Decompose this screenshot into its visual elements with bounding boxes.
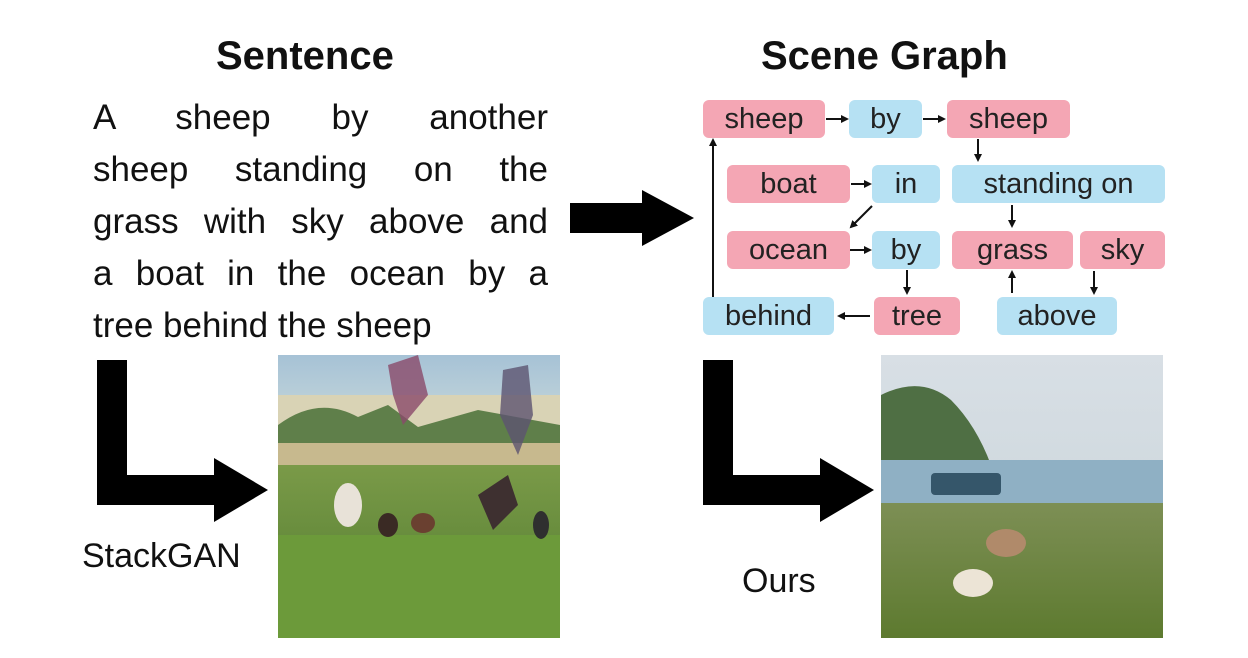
stackgan-generated-image — [278, 355, 560, 638]
ours-generated-image — [881, 355, 1163, 638]
graph-node-boat: boat — [727, 165, 850, 203]
ours-l-arrow — [703, 360, 874, 522]
edge — [849, 205, 873, 229]
graph-node-sheep: sheep — [703, 100, 825, 138]
sentence-title: Sentence — [216, 34, 394, 78]
stackgan-caption: StackGAN — [82, 537, 241, 575]
graph-node-grass: grass — [952, 231, 1073, 269]
graph-node-sheep: sheep — [947, 100, 1070, 138]
sentence-line: a boat in the ocean by a — [93, 254, 548, 293]
graph-node-tree: tree — [874, 297, 960, 335]
sentence-line: sheep standing on the — [93, 150, 548, 189]
graph-node-ocean: ocean — [727, 231, 850, 269]
sentence-line: A sheep by another — [93, 98, 548, 137]
graph-node-behind: behind — [703, 297, 834, 335]
ours-caption: Ours — [742, 562, 816, 600]
scene-graph-title: Scene Graph — [761, 34, 1008, 78]
graph-node-in: in — [872, 165, 940, 203]
graph-node-by: by — [872, 231, 940, 269]
sentence-line: grass with sky above and — [93, 202, 548, 241]
graph-node-standing-on: standing on — [952, 165, 1165, 203]
sentence-text: A sheep by another sheep standing on the… — [93, 92, 548, 352]
sentence-line: tree behind the sheep — [93, 306, 432, 345]
stackgan-l-arrow — [97, 360, 268, 522]
graph-node-by: by — [849, 100, 922, 138]
big-right-arrow — [570, 190, 694, 246]
graph-node-sky: sky — [1080, 231, 1165, 269]
graph-node-above: above — [997, 297, 1117, 335]
